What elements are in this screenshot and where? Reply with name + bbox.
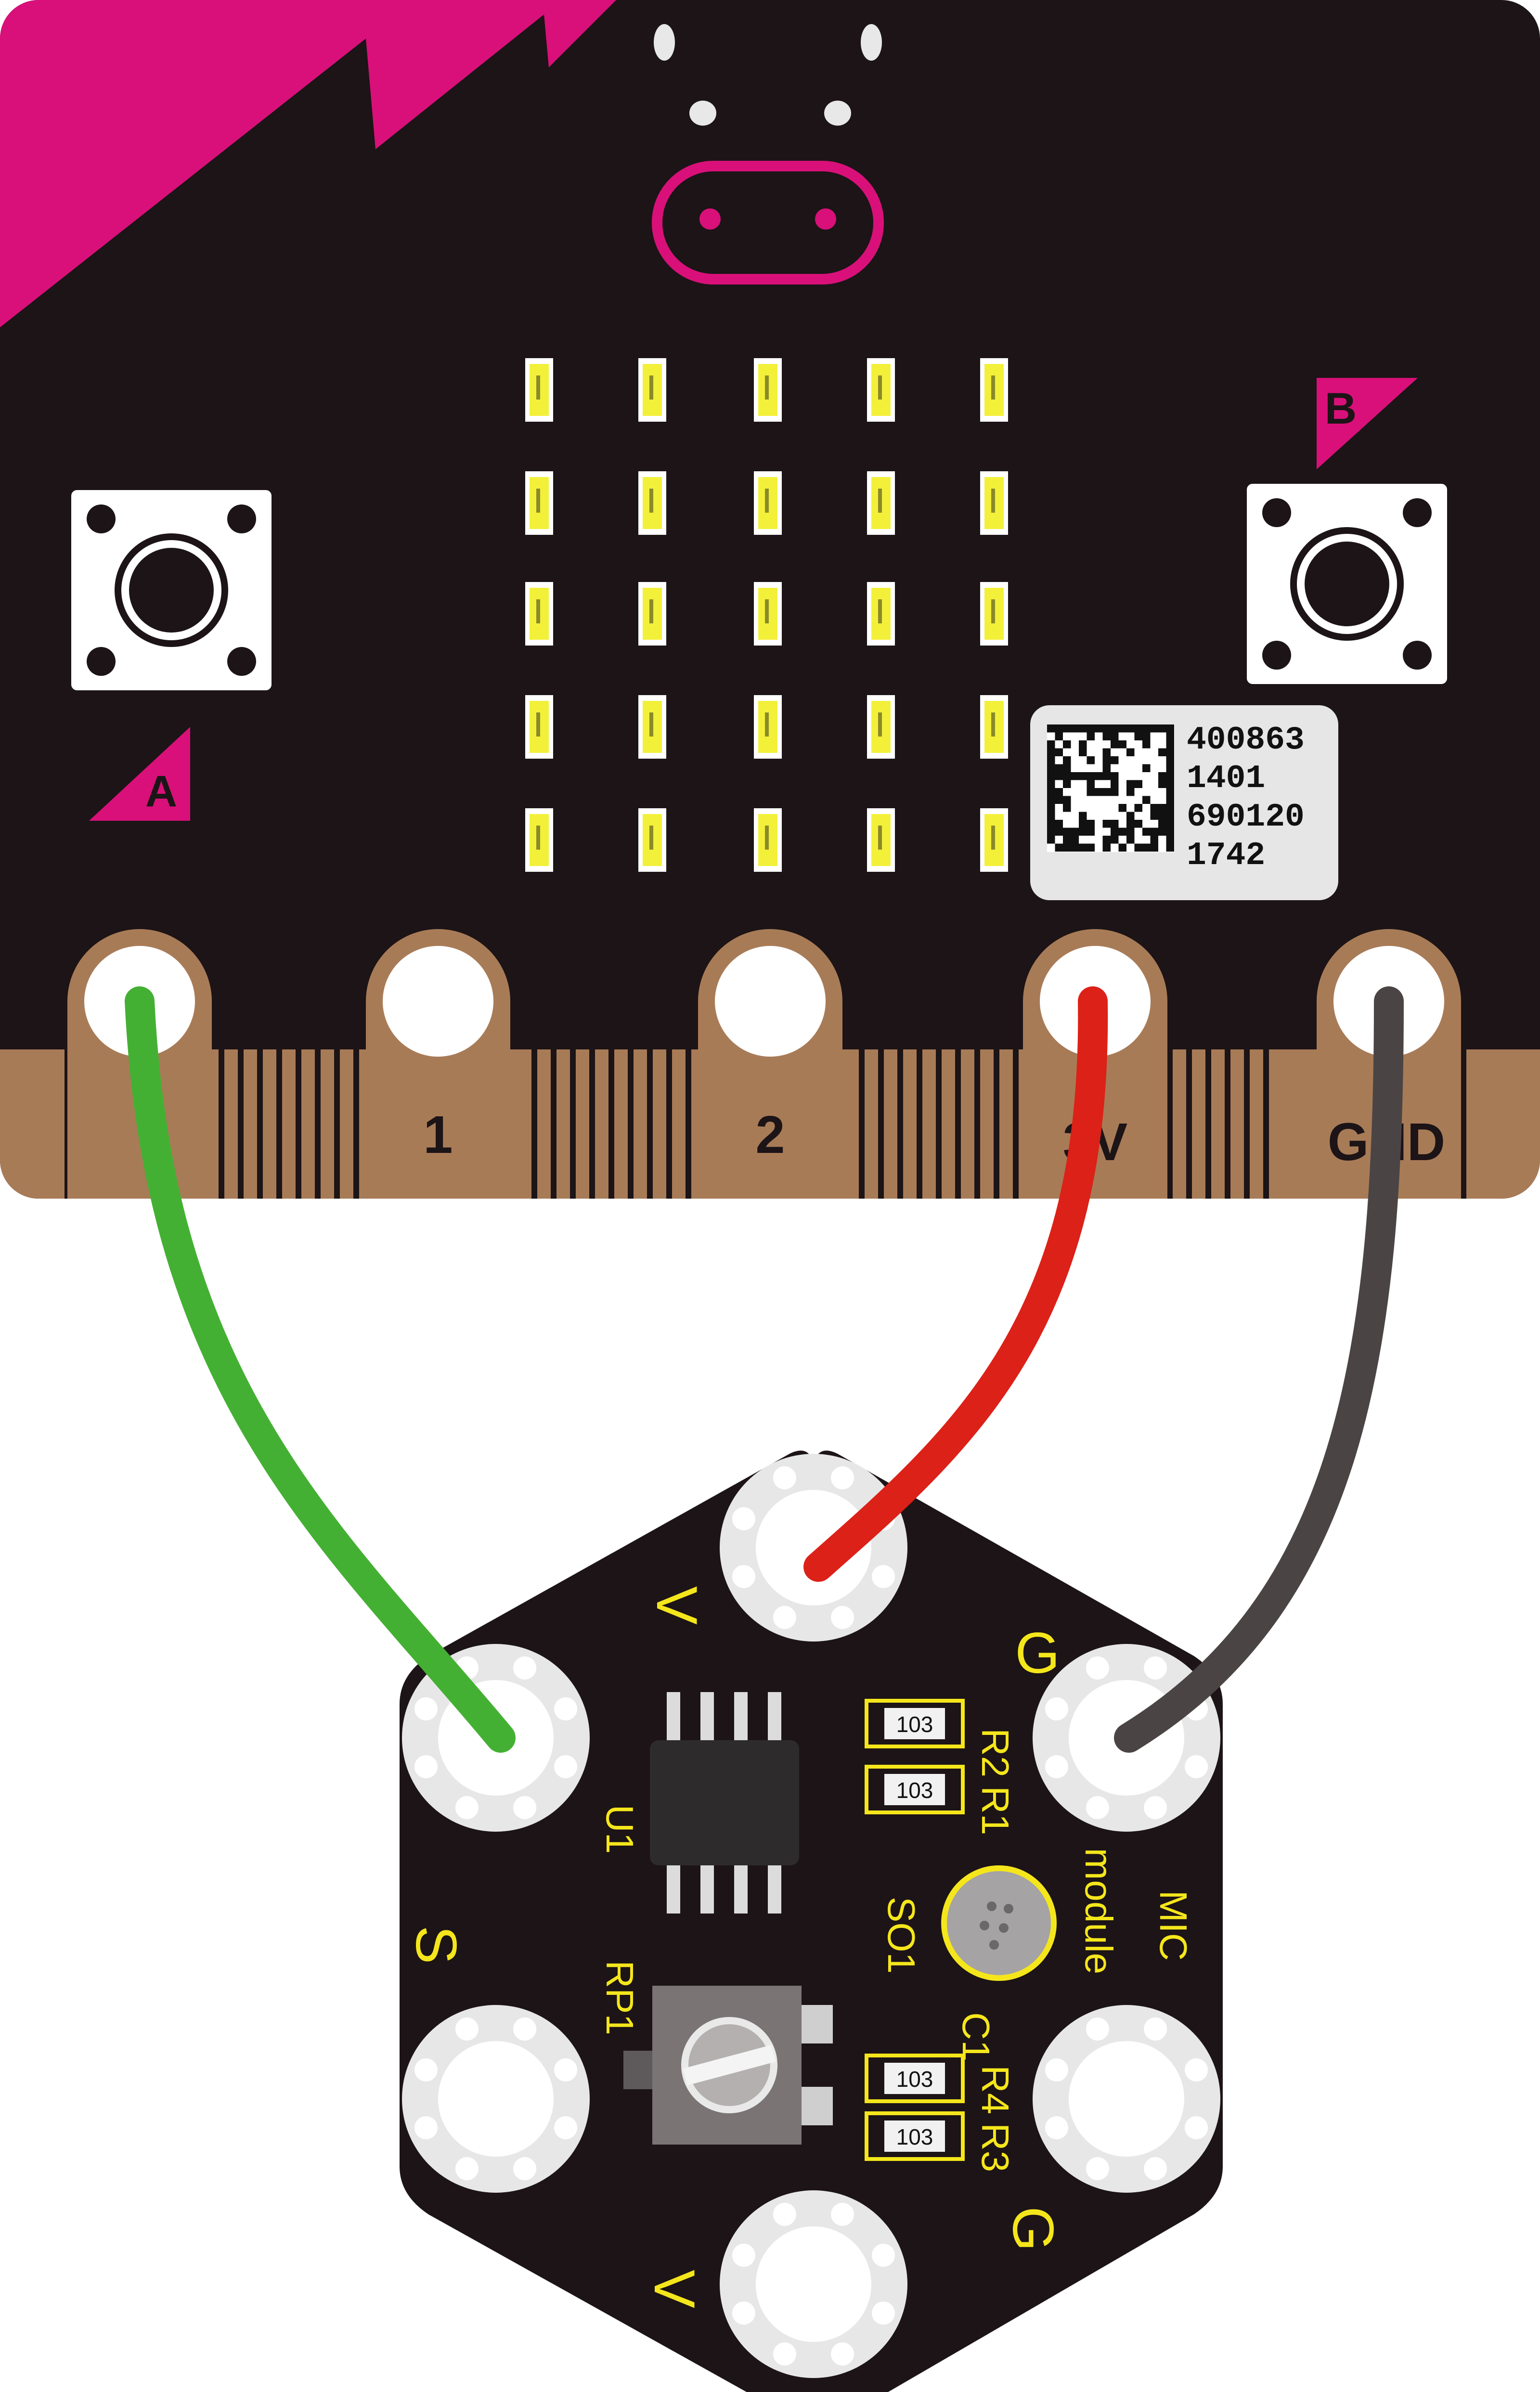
serial-sticker: 400863 1401 690120 1742 xyxy=(1030,705,1338,900)
mouth-outline xyxy=(652,161,884,284)
led-0-2 xyxy=(754,358,782,422)
serial-line-4: 1742 xyxy=(1187,837,1265,874)
label-r3: R3 xyxy=(974,2123,1017,2172)
led-1-0 xyxy=(525,471,553,535)
led-2-4 xyxy=(980,582,1008,646)
resistor-r3: 103 xyxy=(865,2111,965,2161)
resistor-r4-code: 103 xyxy=(896,2067,933,2092)
resistor-r1-code: 103 xyxy=(896,1778,933,1803)
led-4-0 xyxy=(525,808,553,872)
resistor-r3-code: 103 xyxy=(896,2124,933,2149)
led-1-4 xyxy=(980,471,1008,535)
led-3-1 xyxy=(638,695,666,759)
button-a-marker xyxy=(89,727,190,821)
label-r2: R2 xyxy=(974,1728,1017,1777)
led-3-0 xyxy=(525,695,553,759)
button-b[interactable] xyxy=(1247,484,1447,684)
potentiometer-rp1[interactable] xyxy=(623,1986,833,2145)
pin-hole-1 xyxy=(383,946,493,1057)
label-r4: R4 xyxy=(974,2065,1017,2114)
led-2-2 xyxy=(754,582,782,646)
serial-line-3: 690120 xyxy=(1187,799,1305,836)
button-b-marker xyxy=(1317,378,1418,469)
pin-ring-s[interactable] xyxy=(402,2005,590,2193)
led-4-2 xyxy=(754,808,782,872)
module-label-v-bottom: V xyxy=(642,2270,707,2308)
led-0-0 xyxy=(525,358,553,422)
label-so1: SO1 xyxy=(880,1897,923,1974)
led-3-2 xyxy=(754,695,782,759)
button-a-label: A xyxy=(145,767,177,816)
wire-ground-black[interactable] xyxy=(1114,986,1404,1753)
module-label-v-top: V xyxy=(645,1586,709,1625)
microbit-board: 1 2 3V GND A xyxy=(0,0,1540,1199)
led-matrix xyxy=(525,358,1008,872)
datamatrix-code xyxy=(1047,724,1175,852)
serial-line-2: 1401 xyxy=(1187,760,1265,797)
resistor-r2: 103 xyxy=(865,1699,965,1748)
module-board xyxy=(400,1450,1223,2392)
module-title-line-1: MIC xyxy=(1152,1890,1195,1961)
led-2-1 xyxy=(638,582,666,646)
led-0-4 xyxy=(980,358,1008,422)
module-label-s: S xyxy=(404,1926,468,1964)
led-2-0 xyxy=(525,582,553,646)
pin-ring-v-top[interactable] xyxy=(720,1454,907,1642)
module-label-g-top: G xyxy=(1015,1621,1060,1685)
pin-ring-g-bottom[interactable] xyxy=(1033,2005,1220,2193)
module-label-g-bottom: G xyxy=(1001,2206,1065,2251)
pin-label-2: 2 xyxy=(755,1105,785,1164)
wire-signal-green[interactable] xyxy=(125,986,516,1753)
pin-ring-v-bottom[interactable] xyxy=(720,2190,907,2378)
resistor-r1: 103 xyxy=(865,1765,965,1814)
pin-hole-2 xyxy=(715,946,826,1057)
top-sensors xyxy=(652,24,884,284)
resistor-r4: 103 xyxy=(865,2054,965,2103)
label-rp1: RP1 xyxy=(598,1960,641,2035)
led-4-3 xyxy=(867,808,895,872)
ic-u1 xyxy=(650,1692,799,1914)
led-0-1 xyxy=(638,358,666,422)
wire-power-red[interactable] xyxy=(803,986,1108,1582)
led-3-3 xyxy=(867,695,895,759)
module-title-line-2: module xyxy=(1077,1848,1120,1974)
led-1-1 xyxy=(638,471,666,535)
label-u1: U1 xyxy=(598,1805,641,1854)
led-1-3 xyxy=(867,471,895,535)
button-b-label: B xyxy=(1325,384,1357,433)
button-a[interactable] xyxy=(71,490,272,690)
wires xyxy=(125,986,1404,1753)
label-c1: C1 xyxy=(955,2012,997,2061)
mic-module: V G S G V U1 xyxy=(400,1450,1223,2392)
resistor-r2-code: 103 xyxy=(896,1712,933,1737)
led-3-4 xyxy=(980,695,1008,759)
led-4-1 xyxy=(638,808,666,872)
microphone-so1 xyxy=(941,1865,1057,1981)
led-1-2 xyxy=(754,471,782,535)
board-accent xyxy=(0,0,616,327)
led-0-3 xyxy=(867,358,895,422)
led-2-3 xyxy=(867,582,895,646)
serial-line-1: 400863 xyxy=(1187,722,1305,759)
led-4-4 xyxy=(980,808,1008,872)
pin-label-1: 1 xyxy=(423,1105,453,1164)
label-r1: R1 xyxy=(974,1786,1017,1835)
